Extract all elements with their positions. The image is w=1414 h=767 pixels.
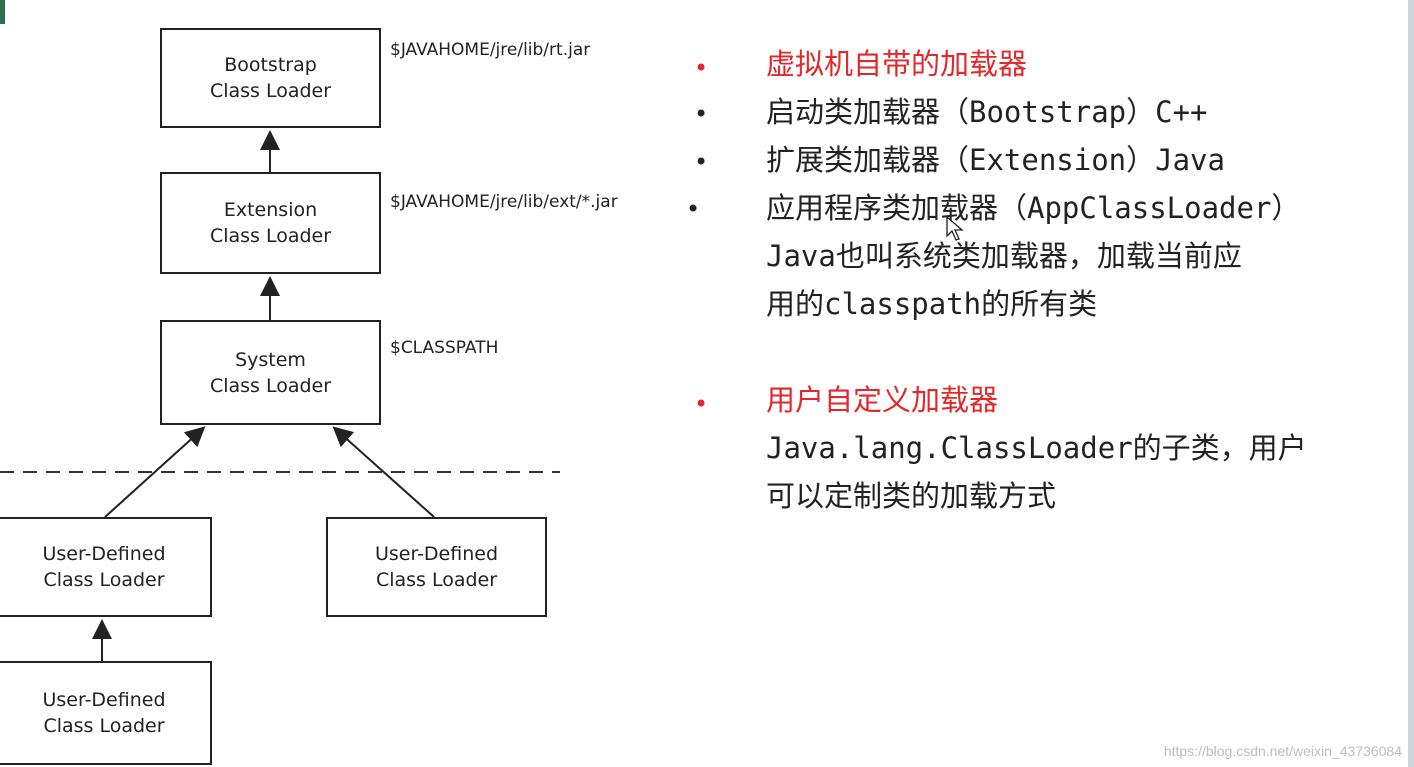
box-label: System (235, 348, 306, 371)
desc-classloader-line2: 可以定制类的加载方式 (766, 479, 1057, 513)
bullet-heading1: • (694, 54, 709, 82)
box-label: Class Loader (209, 374, 332, 397)
box-label: User-Defined (42, 543, 166, 565)
system-class-loader-box: System Class Loader (160, 320, 381, 425)
box-label: User-Defined (374, 543, 499, 565)
arrow-user1-to-system (104, 426, 206, 518)
box-label: Class Loader (209, 225, 332, 247)
arrow-user2-to-system (332, 426, 435, 518)
box-label: Class Loader (43, 569, 165, 591)
bootstrap-class-loader-box: Bootstrap Class Loader (160, 28, 381, 128)
bullet-item1: • (694, 100, 709, 128)
extension-class-loader-box: Extension Class Loader (160, 172, 381, 274)
bootstrap-path-label: $JAVAHOME/jre/lib/rt.jar (390, 40, 591, 60)
item-app-loader-line1: 应用程序类加载器（AppClassLoader） (766, 191, 1301, 225)
box-label: Class Loader (209, 80, 332, 102)
user-defined-class-loader-box-3: User-Defined Class Loader (0, 661, 212, 765)
heading-user-defined-loaders: 用户自定义加载器 (766, 383, 999, 417)
corner-mark (0, 0, 5, 24)
item-extension-loader: 扩展类加载器（Extension）Java (766, 143, 1225, 177)
bullet-item2: • (694, 148, 709, 176)
item-bootstrap-loader: 启动类加载器（Bootstrap）C++ (766, 95, 1208, 129)
box-label: Class Loader (375, 569, 498, 591)
user-defined-class-loader-box-2: User-Defined Class Loader (326, 517, 547, 617)
heading-builtin-loaders: 虚拟机自带的加载器 (766, 47, 1028, 81)
extension-path-label: $JAVAHOME/jre/lib/ext/*.jar (390, 192, 618, 212)
box-label: Extension (223, 199, 318, 221)
watermark: https://blog.csdn.net/weixin_43736084 (1163, 743, 1402, 759)
box-label: Bootstrap (224, 54, 317, 76)
item-app-loader-line3: 用的classpath的所有类 (766, 287, 1098, 321)
bullet-heading2: • (694, 390, 709, 418)
mouse-cursor-icon (946, 216, 964, 241)
box-label: Class Loader (43, 715, 165, 737)
window-edge (1408, 0, 1414, 767)
user-defined-class-loader-box-1: User-Defined Class Loader (0, 517, 212, 617)
desc-classloader-line1: Java.lang.ClassLoader的子类，用户 (766, 431, 1307, 465)
system-path-label: $CLASSPATH (390, 338, 499, 358)
box-label: User-Defined (42, 689, 166, 711)
item-app-loader-line2: Java也叫系统类加载器，加载当前应 (766, 239, 1242, 273)
bullet-item3: • (686, 195, 701, 223)
